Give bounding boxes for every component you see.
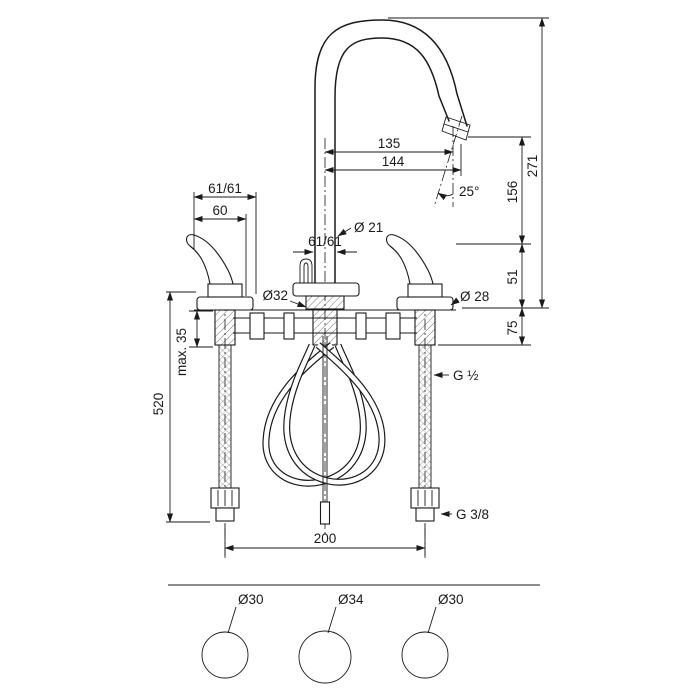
label-271: 271 [525, 155, 540, 178]
label-135: 135 [378, 136, 401, 151]
dia21-leader [337, 227, 352, 237]
label-dia28: Ø 28 [460, 289, 489, 304]
left-shank [214, 309, 236, 346]
left-lever [185, 234, 234, 285]
label-75: 75 [505, 320, 520, 335]
label-520: 520 [151, 393, 166, 416]
label-g-three-eighths: G 3/8 [456, 507, 489, 522]
label-hole-center: Ø34 [338, 592, 364, 607]
dia32-leader [289, 300, 307, 308]
right-supply-hose [410, 345, 440, 522]
label-hole-right: Ø30 [438, 592, 464, 607]
pop-up-rod [319, 336, 331, 525]
right-shank [414, 309, 436, 346]
left-handle [185, 234, 254, 311]
label-angle-25: 25° [459, 184, 479, 199]
body-fittings [194, 258, 456, 346]
label-61-61-center: 61/61 [308, 234, 342, 249]
aerator-tip [441, 116, 471, 141]
label-156: 156 [505, 181, 520, 204]
label-g-half: G ½ [453, 368, 479, 383]
dimension-labels: 135 144 Ø 21 25° 61/61 61/61 60 Ø32 Ø 28… [151, 136, 540, 607]
label-dia32: Ø32 [262, 288, 288, 303]
pull-rod-knob [299, 258, 313, 283]
label-144: 144 [382, 154, 405, 169]
spout-outline [314, 19, 471, 284]
hole-center-circle [298, 630, 352, 684]
angle-arc [437, 192, 454, 201]
right-lever [385, 234, 434, 285]
label-60: 60 [212, 203, 227, 218]
dia28-leader [450, 297, 460, 306]
label-61-61-left: 61/61 [208, 181, 242, 196]
label-200: 200 [314, 531, 337, 546]
label-hole-left: Ø30 [238, 592, 264, 607]
hole-pattern [168, 584, 540, 684]
right-handle [385, 234, 454, 311]
hose-loops [262, 342, 386, 487]
left-supply-hose [210, 345, 240, 522]
dimension-lines [166, 17, 549, 556]
label-dia21: Ø 21 [354, 220, 383, 235]
label-51: 51 [505, 269, 520, 284]
hole-left-circle [201, 631, 249, 679]
center-nut [305, 295, 345, 310]
hole-right-circle [401, 631, 449, 679]
center-shank [312, 308, 338, 346]
label-max35: max. 35 [174, 328, 189, 376]
